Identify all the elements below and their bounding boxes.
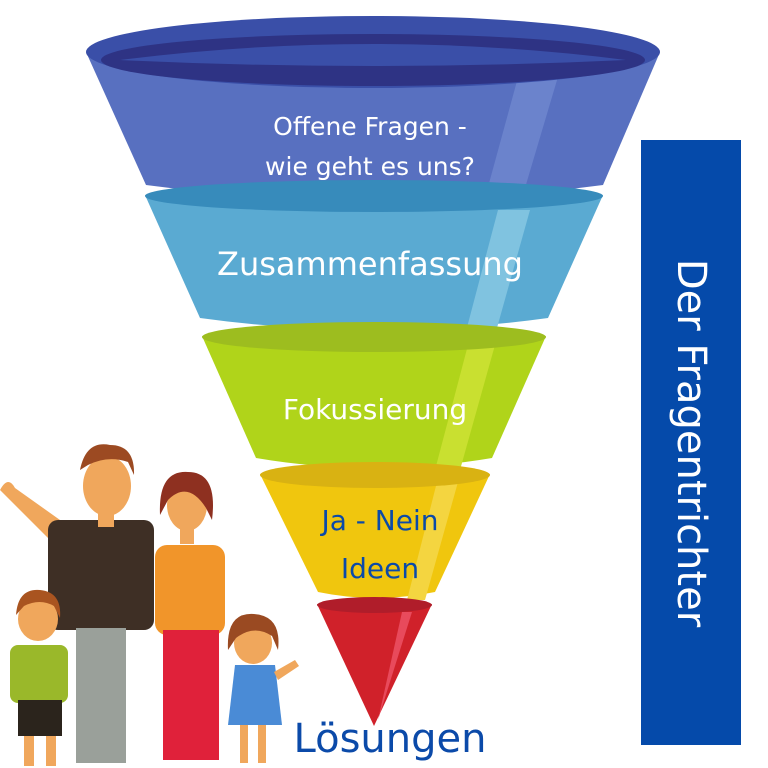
page-title: Der Fragentrichter (668, 258, 714, 627)
funnel-stage-5 (317, 597, 432, 726)
stage-3-line-1: Fokussierung (282, 393, 468, 426)
father-figure (0, 444, 154, 763)
family-illustration (0, 444, 299, 766)
stage-2-label: Zusammenfassung (150, 242, 590, 286)
outcome-label: Lösungen (293, 716, 487, 762)
girl-figure (227, 613, 299, 763)
funnel-stage-1 (86, 16, 660, 200)
stage-4-line-2: Ideen (340, 552, 420, 585)
stage-1-label: Offene Fragen - wie geht es uns? (180, 107, 560, 187)
stage-1-line-2: wie geht es uns? (265, 152, 475, 181)
boy-figure (10, 589, 68, 766)
funnel-stage-4 (260, 462, 490, 600)
stage-2-line-1: Zusammenfassung (217, 245, 523, 283)
stage-1-line-1: Offene Fragen - (273, 112, 467, 141)
stage-4-line-1: Ja - Nein (321, 504, 439, 537)
funnel-stage-2 (145, 180, 603, 335)
stage-3-label: Fokussierung (200, 390, 550, 430)
mother-figure (155, 471, 225, 760)
title-banner: Der Fragentrichter (641, 140, 741, 745)
funnel-stage-3 (202, 322, 546, 470)
stage-4-label: Ja - Nein Ideen (250, 497, 510, 593)
